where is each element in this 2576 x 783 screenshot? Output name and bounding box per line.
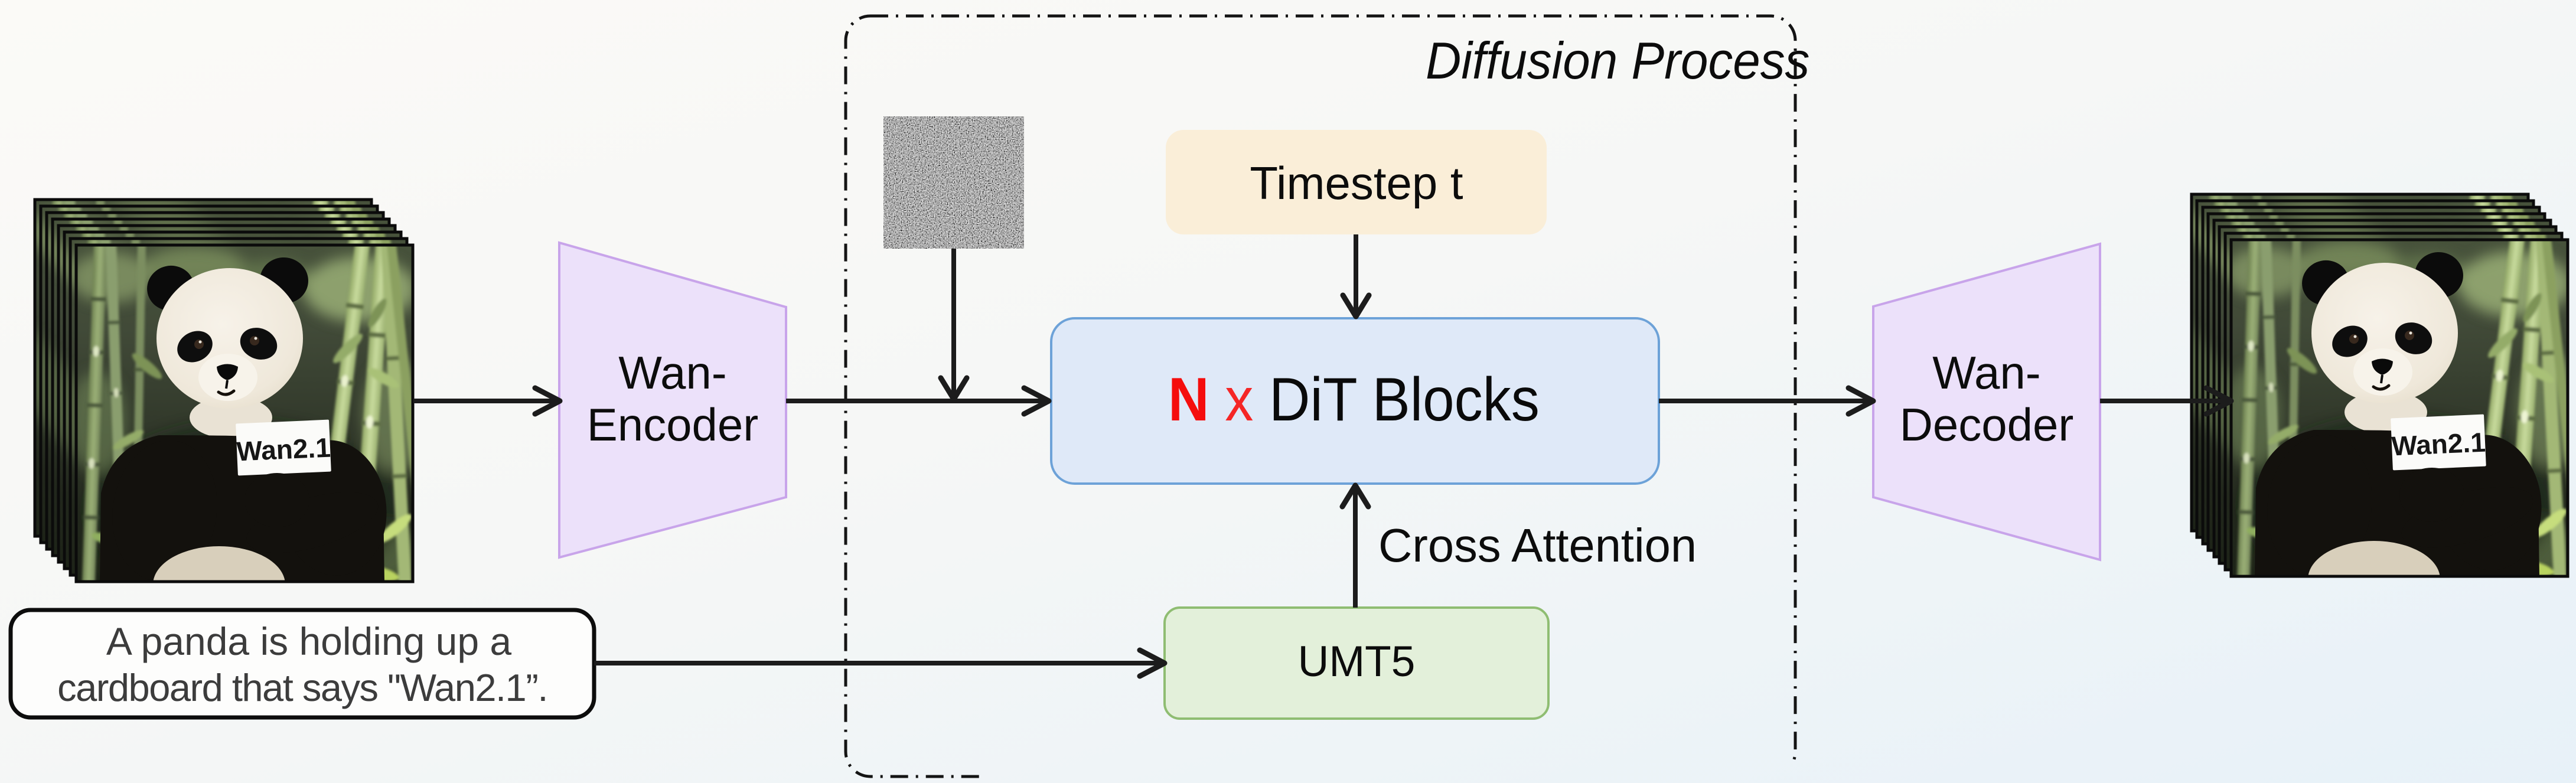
svg-text:N x DiT Blocks: N x DiT Blocks — [1168, 366, 1540, 434]
svg-text:A panda is holding up a: A panda is holding up a — [106, 619, 512, 663]
svg-text:Diffusion Process: Diffusion Process — [1426, 32, 1809, 90]
svg-text:Decoder: Decoder — [1900, 399, 2074, 451]
svg-text:Wan-: Wan- — [1932, 347, 2040, 399]
svg-text:cardboard that says "Wan2.1”.: cardboard that says "Wan2.1”. — [57, 666, 547, 709]
svg-text:Timestep t: Timestep t — [1250, 157, 1463, 209]
svg-text:Wan-: Wan- — [618, 347, 726, 399]
svg-text:UMT5: UMT5 — [1298, 638, 1416, 686]
svg-text:Encoder: Encoder — [587, 399, 759, 451]
svg-text:Cross Attention: Cross Attention — [1378, 519, 1697, 572]
